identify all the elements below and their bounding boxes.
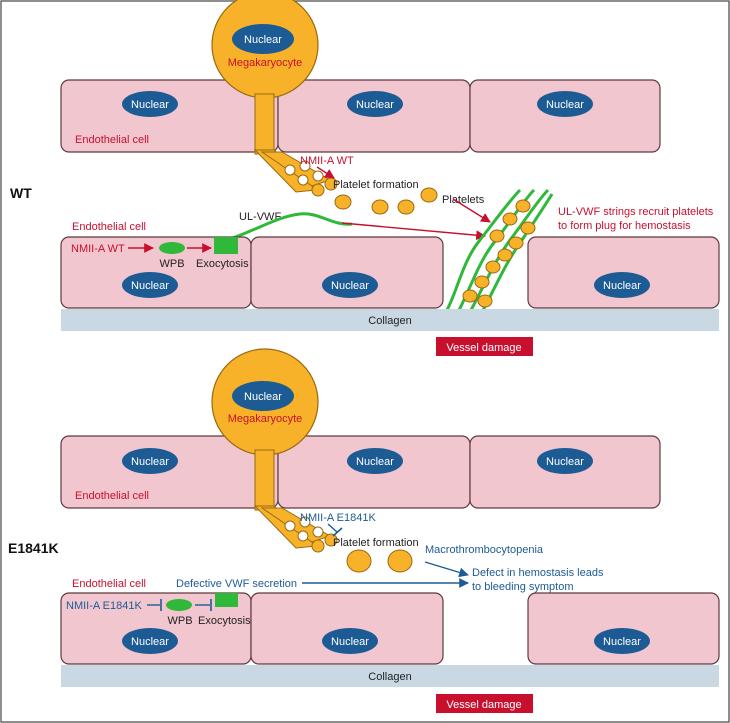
mut-megakaryocyte-nucleus-label: Nuclear [244,391,282,403]
wt-exocytosis-site [214,237,238,254]
wt-platelets-label: Platelets [442,194,485,206]
wt-megakaryocyte-label: Megakaryocyte [228,57,303,69]
wt-platelet [371,199,389,215]
wt-platelet [420,187,438,203]
wt-endothelial-nmii-label: NMII-A WT [71,243,125,255]
wt-top-nucleus-3 [537,91,593,117]
wt-bottom-nucleus-3-label: Nuclear [603,280,641,292]
wt-label: WT [10,185,32,201]
wt-vwf-to-plug-arrow [341,222,486,241]
wt-top-nucleus-1 [122,91,178,117]
mut-nmii-inhibit-line [327,523,338,533]
mut-top-nucleus-3 [537,448,593,474]
wt-bottom-nucleus-2 [322,272,378,298]
wt-bottom-nucleus-1 [122,272,178,298]
wt-panel: WT Nuclear Nuclear Nuclear Endothelial c… [10,0,720,356]
mut-megakaryocyte-nucleus [232,381,294,411]
mut-nmii-label: NMII-A E1841K [300,512,376,524]
mut-exocytosis-site [215,593,238,607]
mut-top-nucleus-3-label: Nuclear [546,456,584,468]
wt-collagen-label: Collagen [368,315,411,327]
mut-defect-line2: to bleeding symptom [472,581,574,593]
mut-vessel-damage-label: Vessel damage [446,699,521,711]
wt-platelets-to-plug-arrow [452,198,491,223]
wt-bottom-nucleus-2-label: Nuclear [331,280,369,292]
mut-collagen-label: Collagen [368,671,411,683]
mut-macro-arrow [424,561,469,578]
e1841k-panel: E1841K Nuclear Nuclear Nuclear Endotheli… [8,348,720,713]
mut-vessel-damage-badge [436,694,533,713]
wt-bottom-nucleus-1-label: Nuclear [131,280,169,292]
mut-defect-line1: Defect in hemostasis leads [472,567,604,579]
wt-megakaryocyte-nucleus-label: Nuclear [244,34,282,46]
mut-collagen-layer [61,665,719,687]
mut-bottom-nucleus-2 [322,628,378,654]
mut-wpb [166,599,192,611]
mut-top-nucleus-1-label: Nuclear [131,456,169,468]
mut-top-endothelial-label: Endothelial cell [75,490,149,502]
e1841k-label: E1841K [8,540,59,556]
wt-bottom-nucleus-3 [594,272,650,298]
mut-platelet-formation-label: Platelet formation [333,537,419,549]
wt-platelet [334,194,352,210]
wt-vessel-damage-label: Vessel damage [446,342,521,354]
mut-wpb-label: WPB [167,615,192,627]
mut-endothelial-nmii-label: NMII-A E1841K [66,600,142,612]
wt-top-endothelial-label: Endothelial cell [75,134,149,146]
mut-top-nucleus-2-label: Nuclear [356,456,394,468]
mut-nmii-inhibit-bar [332,527,343,537]
wt-top-nucleus-3-label: Nuclear [546,99,584,111]
mut-top-nucleus-1 [122,448,178,474]
mut-bottom-nucleus-3 [594,628,650,654]
wt-top-nucleus-2 [347,91,403,117]
mut-exocytosis-label: Exocytosis [198,615,251,627]
mut-megakaryocyte-label: Megakaryocyte [228,413,303,425]
wt-top-nucleus-1-label: Nuclear [131,99,169,111]
wt-wpb-label: WPB [159,258,184,270]
wt-vwf-plug [444,188,554,313]
mut-top-nucleus-2 [347,448,403,474]
mut-macro-label: Macrothrombocytopenia [425,544,544,556]
wt-vessel-damage-badge [436,337,533,356]
mut-bottom-nucleus-3-label: Nuclear [603,636,641,648]
wt-ul-vwf-label: UL-VWF [239,211,281,223]
wt-megakaryocyte-nucleus [232,24,294,54]
mut-bottom-endothelial-label: Endothelial cell [72,578,146,590]
mut-large-platelet [387,549,413,573]
wt-exocytosis-label: Exocytosis [196,258,249,270]
wt-recruit-line2: to form plug for hemostasis [558,220,691,232]
mut-large-platelet [346,549,372,573]
wt-wpb [159,242,185,254]
wt-recruit-line1: UL-VWF strings recruit platelets [558,206,714,218]
wt-platelet [397,199,415,215]
wt-collagen-layer [61,309,719,331]
wt-platelet-formation-label: Platelet formation [333,179,419,191]
wt-nmii-label: NMII-A WT [300,155,354,167]
wt-top-nucleus-2-label: Nuclear [356,99,394,111]
wt-nmii-arrow [316,166,335,179]
wt-bottom-endothelial-label: Endothelial cell [72,221,146,233]
mut-bottom-nucleus-1-label: Nuclear [131,636,169,648]
mut-bottom-nucleus-1 [122,628,178,654]
wt-ul-vwf-strand [232,212,353,240]
mut-bottom-nucleus-2-label: Nuclear [331,636,369,648]
mut-defective-label: Defective VWF secretion [176,578,297,590]
